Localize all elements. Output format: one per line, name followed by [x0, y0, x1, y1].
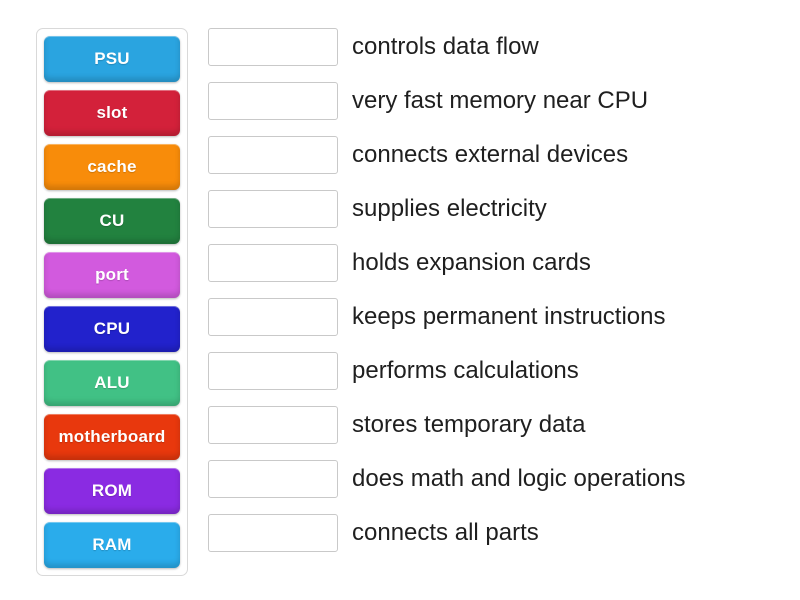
- answer-list: controls data flow very fast memory near…: [208, 28, 686, 552]
- draggable-tile[interactable]: ROM: [44, 468, 180, 514]
- answer-text: connects all parts: [352, 519, 539, 546]
- answer-text: connects external devices: [352, 141, 629, 168]
- draggable-tile[interactable]: CPU: [44, 306, 180, 352]
- tile-label: ALU: [94, 373, 130, 392]
- tile-label: PSU: [94, 49, 130, 68]
- draggable-tile[interactable]: CU: [44, 198, 180, 244]
- draggable-tile[interactable]: motherboard: [44, 414, 180, 460]
- draggable-tile[interactable]: PSU: [44, 36, 180, 82]
- tile-label: ROM: [91, 481, 133, 500]
- answer-text: stores temporary data: [352, 411, 586, 438]
- draggable-tile[interactable]: cache: [44, 144, 180, 190]
- answer-row: does math and logic operations: [208, 460, 686, 498]
- tile-label: slot: [96, 103, 128, 122]
- answer-text: does math and logic operations: [352, 465, 686, 492]
- draggable-tile[interactable]: RAM: [44, 522, 180, 568]
- tile-label: CU: [99, 211, 125, 230]
- drop-zone[interactable]: [208, 406, 338, 444]
- drop-zone[interactable]: [208, 82, 338, 120]
- drop-zone[interactable]: [208, 190, 338, 228]
- draggable-tile[interactable]: port: [44, 252, 180, 298]
- draggable-tile[interactable]: ALU: [44, 360, 180, 406]
- drop-zone[interactable]: [208, 460, 338, 498]
- drop-zone[interactable]: [208, 514, 338, 552]
- answer-text: supplies electricity: [352, 195, 547, 222]
- answer-text: controls data flow: [352, 33, 539, 60]
- answer-text: keeps permanent instructions: [352, 303, 666, 330]
- drop-zone[interactable]: [208, 244, 338, 282]
- drop-zone[interactable]: [208, 352, 338, 390]
- tile-label: CPU: [93, 319, 131, 338]
- draggable-tile[interactable]: slot: [44, 90, 180, 136]
- answer-row: connects all parts: [208, 514, 686, 552]
- tile-label: port: [95, 265, 129, 284]
- drop-zone[interactable]: [208, 136, 338, 174]
- answer-row: connects external devices: [208, 136, 686, 174]
- tile-label: RAM: [92, 535, 132, 554]
- answer-text: performs calculations: [352, 357, 579, 384]
- answer-text: holds expansion cards: [352, 249, 591, 276]
- answer-row: performs calculations: [208, 352, 686, 390]
- tile-label: motherboard: [58, 427, 166, 446]
- tile-bank: PSU slot cache CU port CPU ALU motherboa…: [36, 28, 188, 576]
- drop-zone[interactable]: [208, 28, 338, 66]
- answer-text: very fast memory near CPU: [352, 87, 649, 114]
- answer-row: stores temporary data: [208, 406, 686, 444]
- drop-zone[interactable]: [208, 298, 338, 336]
- tile-label: cache: [87, 157, 137, 176]
- answer-row: supplies electricity: [208, 190, 686, 228]
- answer-row: keeps permanent instructions: [208, 298, 686, 336]
- answer-row: holds expansion cards: [208, 244, 686, 282]
- answer-row: controls data flow: [208, 28, 686, 66]
- answer-row: very fast memory near CPU: [208, 82, 686, 120]
